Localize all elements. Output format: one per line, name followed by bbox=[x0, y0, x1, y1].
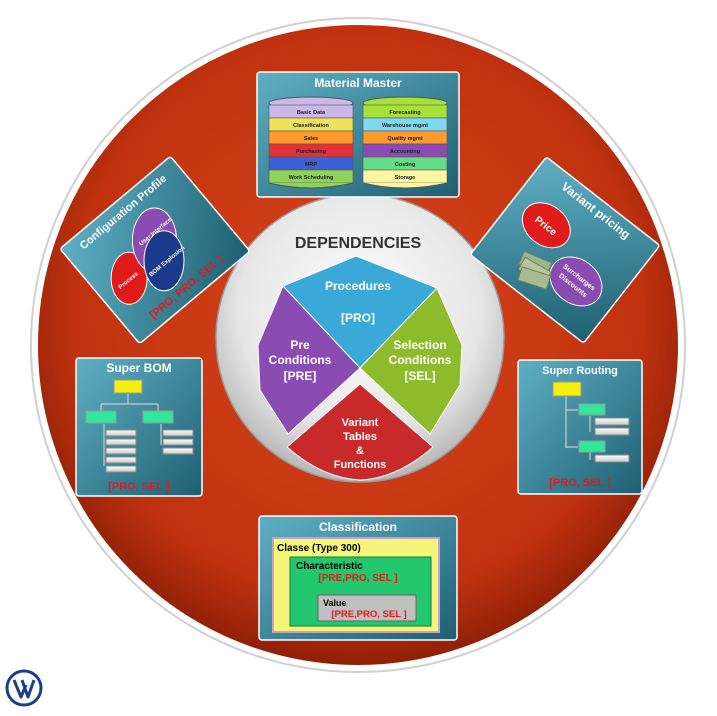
vt-line4: Functions bbox=[334, 459, 387, 471]
pre-line2: Conditions bbox=[269, 353, 332, 367]
vt-line1: Variant bbox=[342, 417, 379, 429]
classification-panel[interactable]: Classification Classe (Type 300) Charact… bbox=[258, 515, 458, 641]
left-bom-node-1 bbox=[105, 429, 137, 437]
right-layer-label-5: Costing bbox=[395, 162, 415, 168]
right-stack-base bbox=[362, 182, 448, 189]
selection-conditions-segment[interactable]: Selection Conditions [SEL] bbox=[359, 287, 463, 435]
vt-line3: & bbox=[356, 445, 364, 457]
material-master-panel[interactable]: Material Master Basic DataClassification… bbox=[256, 71, 460, 198]
procedures-label: Procedures bbox=[325, 279, 391, 293]
left-layer-label-5: MRP bbox=[305, 162, 318, 168]
left-stack-base bbox=[268, 182, 354, 189]
right-layer-label-4: Accounting bbox=[390, 149, 420, 155]
classe-label: Classe (Type 300) bbox=[277, 543, 361, 554]
right-layer-label-6: Storage bbox=[395, 175, 415, 181]
pre-code: [PRE] bbox=[284, 369, 317, 383]
super-routing-title: Super Routing bbox=[542, 365, 618, 377]
left-layer-label-1: Basic Data bbox=[297, 110, 326, 116]
super-bom-title: Super BOM bbox=[106, 361, 171, 375]
value-code: [PRE,PRO, SEL ] bbox=[331, 609, 406, 620]
classification-title: Classification bbox=[319, 520, 397, 534]
right-bom-node-1 bbox=[162, 429, 194, 437]
characteristic-label: Characteristic bbox=[296, 561, 363, 572]
left-data-stack: Basic DataClassificationSalesPurchasingM… bbox=[268, 96, 354, 189]
material-master-title: Material Master bbox=[314, 76, 402, 90]
right-bom-node-2 bbox=[162, 438, 194, 446]
left-bom-node-4 bbox=[105, 456, 137, 464]
sel-code: [SEL] bbox=[404, 369, 435, 383]
vt-line2: Tables bbox=[343, 431, 377, 443]
variant-pricing-panel[interactable]: Variant pricing Price Surcharges Discoun… bbox=[470, 157, 660, 343]
left-bom-node-5 bbox=[105, 465, 137, 473]
procedures-segment[interactable]: Procedures [PRO] bbox=[282, 255, 438, 369]
routing-tree-icon bbox=[565, 395, 591, 460]
left-bom-node-3 bbox=[105, 447, 137, 455]
procedures-code: [PRO] bbox=[341, 311, 375, 325]
dependencies-title: DEPENDENCIES bbox=[295, 235, 422, 252]
right-layer-label-3: Quality mgmt bbox=[387, 136, 422, 142]
value-box bbox=[317, 594, 417, 622]
bom-tree-icon bbox=[100, 392, 162, 466]
right-layer-label-2: Warehouse mgmt bbox=[382, 123, 428, 129]
left-layer-label-6: Work Scheduling bbox=[289, 175, 334, 181]
super-bom-code: [PRO, SEL ] bbox=[108, 481, 170, 493]
pre-line1: Pre bbox=[290, 338, 310, 352]
value-label: Value bbox=[323, 598, 347, 608]
super-routing-code: [PRO, SEL ] bbox=[549, 477, 611, 489]
super-bom-panel[interactable]: Super BOM [PRO, SEL ] bbox=[75, 357, 203, 497]
left-layer-label-4: Purchasing bbox=[296, 149, 326, 155]
super-routing-panel[interactable]: Super Routing [PRO, SEL ] bbox=[517, 359, 643, 495]
left-layer-label-3: Sales bbox=[304, 136, 318, 142]
sel-line1: Selection bbox=[393, 338, 446, 352]
sel-line2: Conditions bbox=[389, 353, 452, 367]
variant-tables-segment[interactable]: Variant Tables & Functions bbox=[286, 383, 434, 481]
right-bom-node-3 bbox=[162, 447, 194, 455]
money-icon bbox=[517, 250, 553, 290]
right-layer-label-1: Forecasting bbox=[389, 110, 420, 116]
vv-logo-icon bbox=[5, 669, 43, 707]
pre-conditions-segment[interactable]: Pre Conditions [PRE] bbox=[257, 285, 361, 435]
characteristic-code: [PRE,PRO, SEL ] bbox=[318, 573, 397, 584]
left-layer-label-2: Classification bbox=[293, 123, 329, 129]
left-bom-node-2 bbox=[105, 438, 137, 446]
